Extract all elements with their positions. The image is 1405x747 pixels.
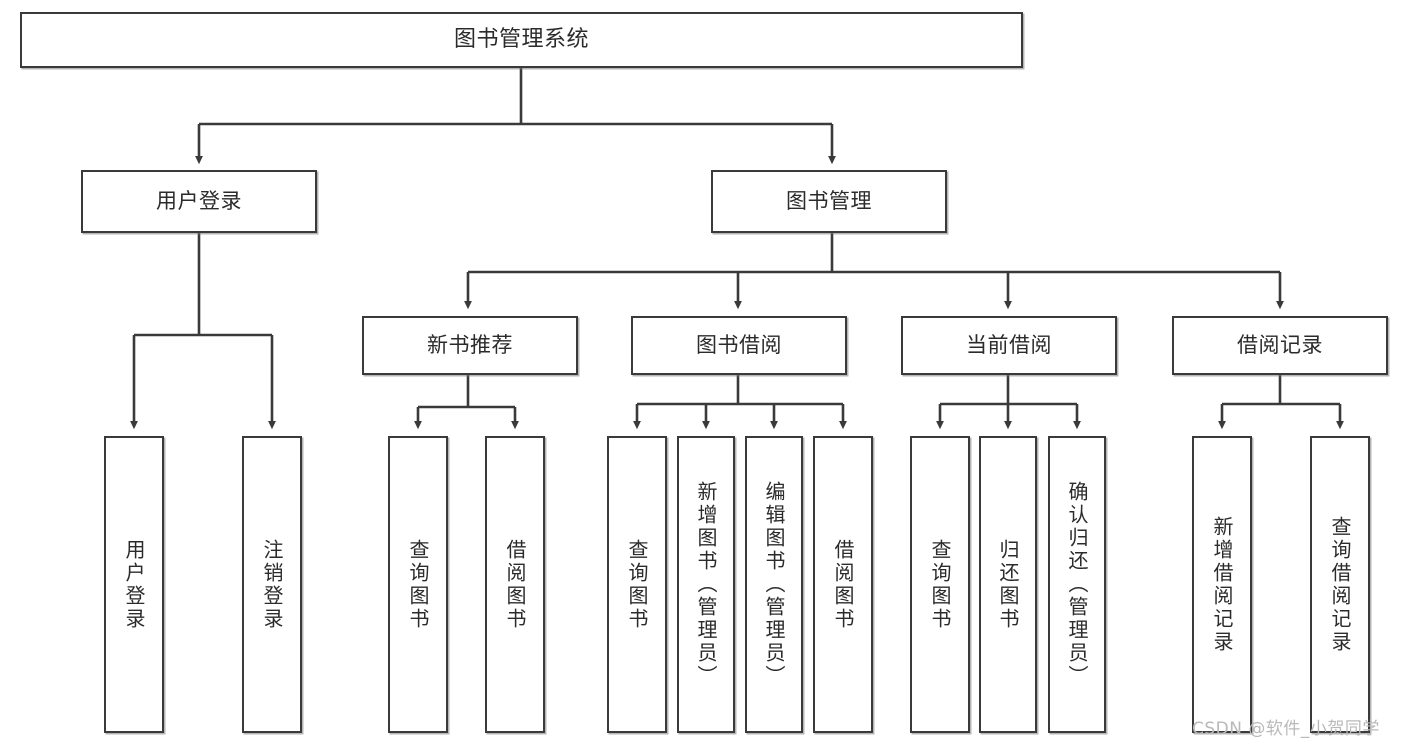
node-current-borrow[interactable]: 当前借阅	[901, 316, 1117, 375]
leaf-query-books-borrow[interactable]: 查询图书	[607, 436, 667, 733]
leaf-borrow-books-borrow[interactable]: 借阅图书	[813, 436, 873, 733]
node-label: 注销登录	[260, 538, 284, 631]
node-label: 借阅图书	[831, 538, 855, 631]
node-label: 查询图书	[625, 538, 649, 631]
node-label: 新增图书（管理员）	[694, 481, 718, 688]
node-label: 确认归还（管理员）	[1065, 481, 1089, 688]
node-label: 编辑图书（管理员）	[762, 481, 786, 688]
leaf-query-borrow-record[interactable]: 查询借阅记录	[1310, 436, 1370, 733]
leaf-borrow-books-recommend[interactable]: 借阅图书	[485, 436, 545, 733]
node-label: 查询图书	[406, 538, 430, 631]
node-label: 图书管理	[786, 188, 872, 213]
node-label: 用户登录	[156, 188, 242, 213]
node-new-book-recommend[interactable]: 新书推荐	[362, 316, 578, 375]
leaf-add-book-admin[interactable]: 新增图书（管理员）	[677, 436, 735, 733]
csdn-watermark: CSDN @软件_小贺同学	[1192, 719, 1380, 739]
node-label: 新增借阅记录	[1210, 515, 1234, 654]
node-label: 当前借阅	[966, 332, 1052, 357]
leaf-query-books-recommend[interactable]: 查询图书	[388, 436, 448, 733]
node-book-borrow[interactable]: 图书借阅	[631, 316, 847, 375]
leaf-query-books-current[interactable]: 查询图书	[910, 436, 970, 733]
node-label: 图书借阅	[696, 332, 782, 357]
node-label: 查询借阅记录	[1328, 515, 1352, 654]
node-label: 归还图书	[996, 538, 1020, 631]
node-borrow-records[interactable]: 借阅记录	[1172, 316, 1388, 375]
node-book-management[interactable]: 图书管理	[711, 170, 947, 233]
leaf-edit-book-admin[interactable]: 编辑图书（管理员）	[745, 436, 803, 733]
node-label: 借阅记录	[1237, 332, 1323, 357]
leaf-confirm-return-admin[interactable]: 确认归还（管理员）	[1048, 436, 1106, 733]
node-label: 图书管理系统	[453, 26, 589, 52]
node-user-login[interactable]: 用户登录	[81, 170, 317, 233]
node-label: 新书推荐	[427, 332, 513, 357]
node-label: 借阅图书	[503, 538, 527, 631]
leaf-return-books[interactable]: 归还图书	[979, 436, 1037, 733]
node-label: 用户登录	[122, 538, 146, 631]
node-root-system[interactable]: 图书管理系统	[20, 12, 1023, 68]
node-label: 查询图书	[928, 538, 952, 631]
leaf-user-login[interactable]: 用户登录	[104, 436, 164, 733]
leaf-add-borrow-record[interactable]: 新增借阅记录	[1192, 436, 1252, 733]
leaf-logout[interactable]: 注销登录	[242, 436, 302, 733]
